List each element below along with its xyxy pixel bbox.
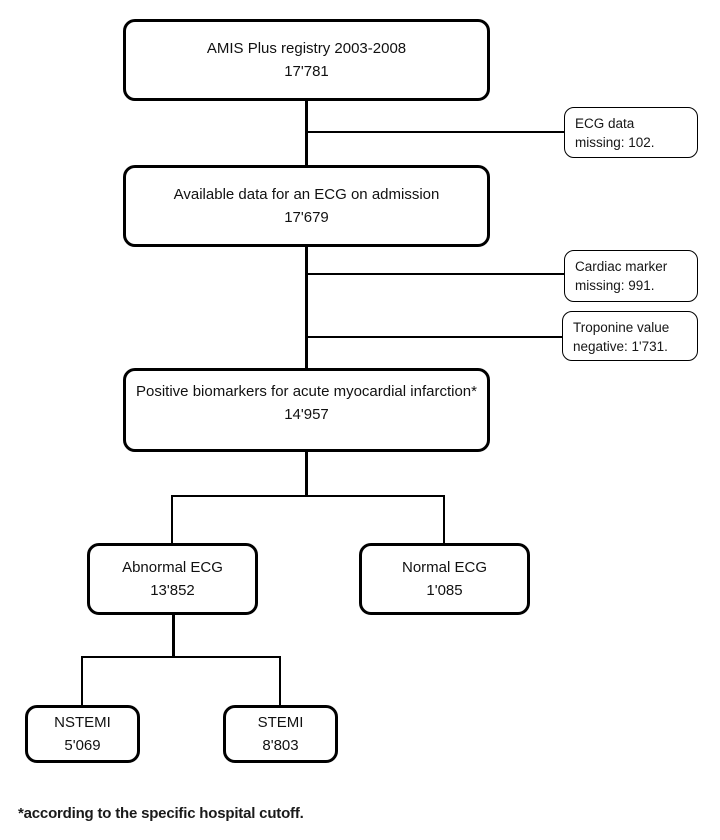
branch-drop-abnormal xyxy=(171,495,173,544)
note-troponine-negative-line2: negative: 1'731. xyxy=(573,339,668,354)
branch-drop-normal xyxy=(443,495,445,544)
node-stemi-value: 8'803 xyxy=(262,737,299,754)
branch-bar-stemi xyxy=(81,656,281,658)
node-ecg-admission: Available data for an ECG on admission 1… xyxy=(123,165,490,247)
note-troponine-negative: Troponine value negative: 1'731. xyxy=(562,311,698,361)
note-cardiac-marker-missing-line2: missing: 991. xyxy=(575,278,655,293)
node-nstemi-value: 5'069 xyxy=(64,737,101,754)
connector-to-cardiac-marker-note xyxy=(306,273,564,275)
connector-abnormal-down xyxy=(172,614,175,658)
note-ecg-data-missing-line2: missing: 102. xyxy=(575,135,655,150)
branch-bar-ecg xyxy=(171,495,445,497)
node-nstemi-label: NSTEMI xyxy=(54,714,111,731)
connector-to-troponine-note xyxy=(306,336,562,338)
footnote: *according to the specific hospital cuto… xyxy=(18,805,304,822)
note-cardiac-marker-missing: Cardiac marker missing: 991. xyxy=(564,250,698,302)
note-cardiac-marker-missing-line1: Cardiac marker xyxy=(575,259,668,274)
node-registry-value: 17'781 xyxy=(284,63,329,80)
node-positive-biomarkers: Positive biomarkers for acute myocardial… xyxy=(123,368,490,452)
connector-ecg-to-biomarkers xyxy=(305,246,308,369)
node-normal-ecg-value: 1'085 xyxy=(426,582,463,599)
note-ecg-data-missing: ECG data missing: 102. xyxy=(564,107,698,158)
node-ecg-admission-value: 17'679 xyxy=(284,209,329,226)
node-stemi-label: STEMI xyxy=(257,714,304,731)
node-abnormal-ecg-label: Abnormal ECG xyxy=(122,559,223,576)
branch-drop-stemi xyxy=(279,656,281,706)
node-stemi: STEMI 8'803 xyxy=(223,705,338,763)
node-abnormal-ecg-value: 13'852 xyxy=(150,582,195,599)
node-positive-biomarkers-label: Positive biomarkers for acute myocardial… xyxy=(136,383,477,400)
node-registry: AMIS Plus registry 2003-2008 17'781 xyxy=(123,19,490,101)
branch-drop-nstemi xyxy=(81,656,83,706)
node-positive-biomarkers-value: 14'957 xyxy=(284,406,329,423)
node-ecg-admission-label: Available data for an ECG on admission xyxy=(173,186,440,203)
note-ecg-data-missing-line1: ECG data xyxy=(575,116,635,131)
node-abnormal-ecg: Abnormal ECG 13'852 xyxy=(87,543,258,615)
node-nstemi: NSTEMI 5'069 xyxy=(25,705,140,763)
node-normal-ecg: Normal ECG 1'085 xyxy=(359,543,530,615)
node-normal-ecg-label: Normal ECG xyxy=(401,559,487,576)
node-registry-label: AMIS Plus registry 2003-2008 xyxy=(206,40,407,57)
connector-to-ecg-missing-note xyxy=(306,131,564,133)
note-troponine-negative-line1: Troponine value xyxy=(573,320,670,335)
connector-biomarkers-down xyxy=(305,451,308,497)
connector-registry-to-ecg xyxy=(305,101,308,166)
